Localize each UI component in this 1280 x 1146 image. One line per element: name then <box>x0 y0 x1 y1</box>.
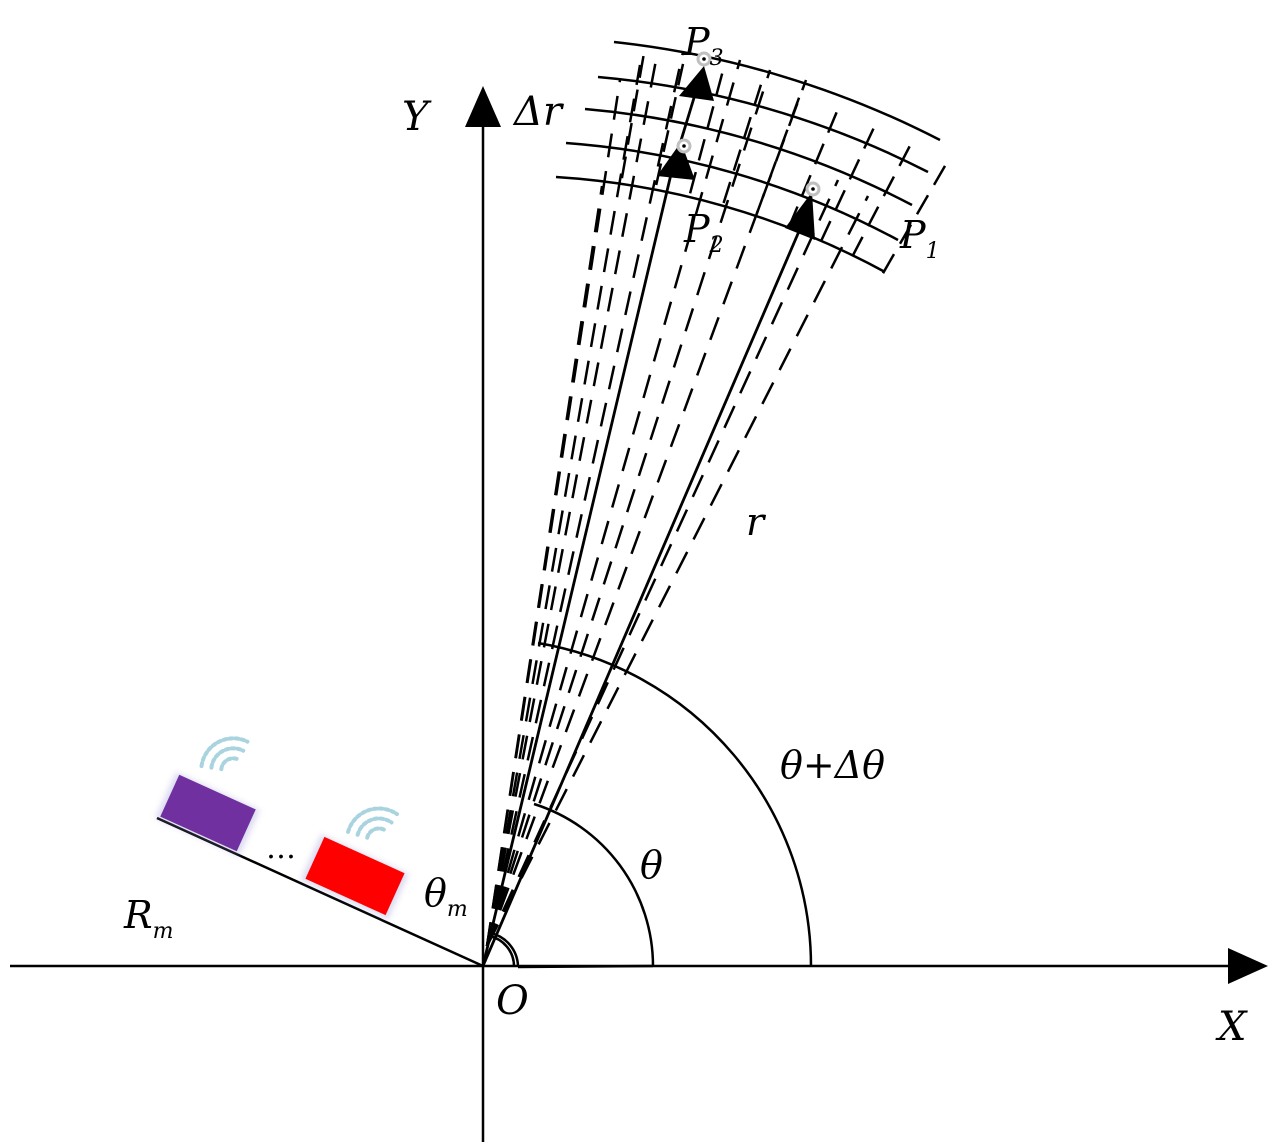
theta-m-label: θm <box>424 871 468 922</box>
origin-small-arc <box>489 931 520 967</box>
dashed-ray <box>485 69 772 947</box>
dashed-ray <box>485 79 808 947</box>
dashed-ray <box>485 51 685 947</box>
dashed-ray <box>485 195 870 947</box>
ring-tick <box>881 155 952 274</box>
antenna-purple-block <box>160 774 256 852</box>
dashed-ray <box>485 79 622 947</box>
dashed-ray <box>485 59 742 947</box>
ring-tick <box>654 52 687 186</box>
r-m-label: Rm <box>123 893 174 944</box>
p3-label: P3 <box>683 20 724 71</box>
ring-tick <box>819 118 880 242</box>
p2-label: P2 <box>683 207 724 258</box>
origin-label: O <box>496 978 529 1024</box>
theta-plus-delta-arc <box>537 641 813 967</box>
vector-p2 <box>481 169 674 967</box>
theta-arc <box>533 802 655 967</box>
point-markers <box>676 51 821 197</box>
range-ring <box>613 40 941 142</box>
vector-p1 <box>481 221 805 967</box>
point-p2-dot <box>682 144 686 148</box>
delta-r-label: Δr <box>512 89 565 135</box>
x-axis-arrow-icon <box>1228 948 1268 984</box>
wifi-signal-icon <box>346 806 399 840</box>
theta-plus-delta-label: θ+Δθ <box>780 743 885 787</box>
wifi-signal-icon <box>199 736 250 772</box>
p1-label: P1 <box>899 213 940 264</box>
y-axis-label: Y <box>402 94 432 140</box>
radius-label: r <box>746 500 767 544</box>
antenna-purple <box>155 772 260 856</box>
arrowhead-p1-icon <box>785 192 815 240</box>
ring-tick <box>851 136 916 257</box>
dashed-ray <box>485 64 642 947</box>
angle-baseline <box>517 964 654 969</box>
antenna-red <box>300 834 409 920</box>
dashed-ray-fan <box>485 51 870 947</box>
arrowhead-p2-icon <box>657 142 695 180</box>
dashed-ray <box>485 179 840 947</box>
antenna-red-block <box>305 836 405 916</box>
range-ring <box>584 107 913 207</box>
point-p3-dot <box>702 57 706 61</box>
ring-tick <box>755 86 804 215</box>
ring-tick <box>620 44 647 179</box>
ring-ticks <box>620 44 952 274</box>
angle-arcs <box>488 641 813 969</box>
point-p1-dot <box>811 187 815 191</box>
range-ring <box>555 175 886 274</box>
axes <box>10 118 1235 1142</box>
ellipsis-label: … <box>266 831 296 866</box>
x-axis-label: X <box>1215 1004 1248 1050</box>
range-ring <box>597 75 929 174</box>
arrowhead-p3-icon <box>679 66 714 101</box>
theta-label: θ <box>640 843 663 887</box>
ring-tick <box>787 101 842 228</box>
ring-tick <box>722 73 766 204</box>
range-ring <box>565 141 899 242</box>
y-axis-arrow-icon <box>465 86 501 127</box>
ring-tick <box>688 62 727 194</box>
range-rings <box>555 40 941 274</box>
origin-small-arc-inner <box>488 934 516 967</box>
